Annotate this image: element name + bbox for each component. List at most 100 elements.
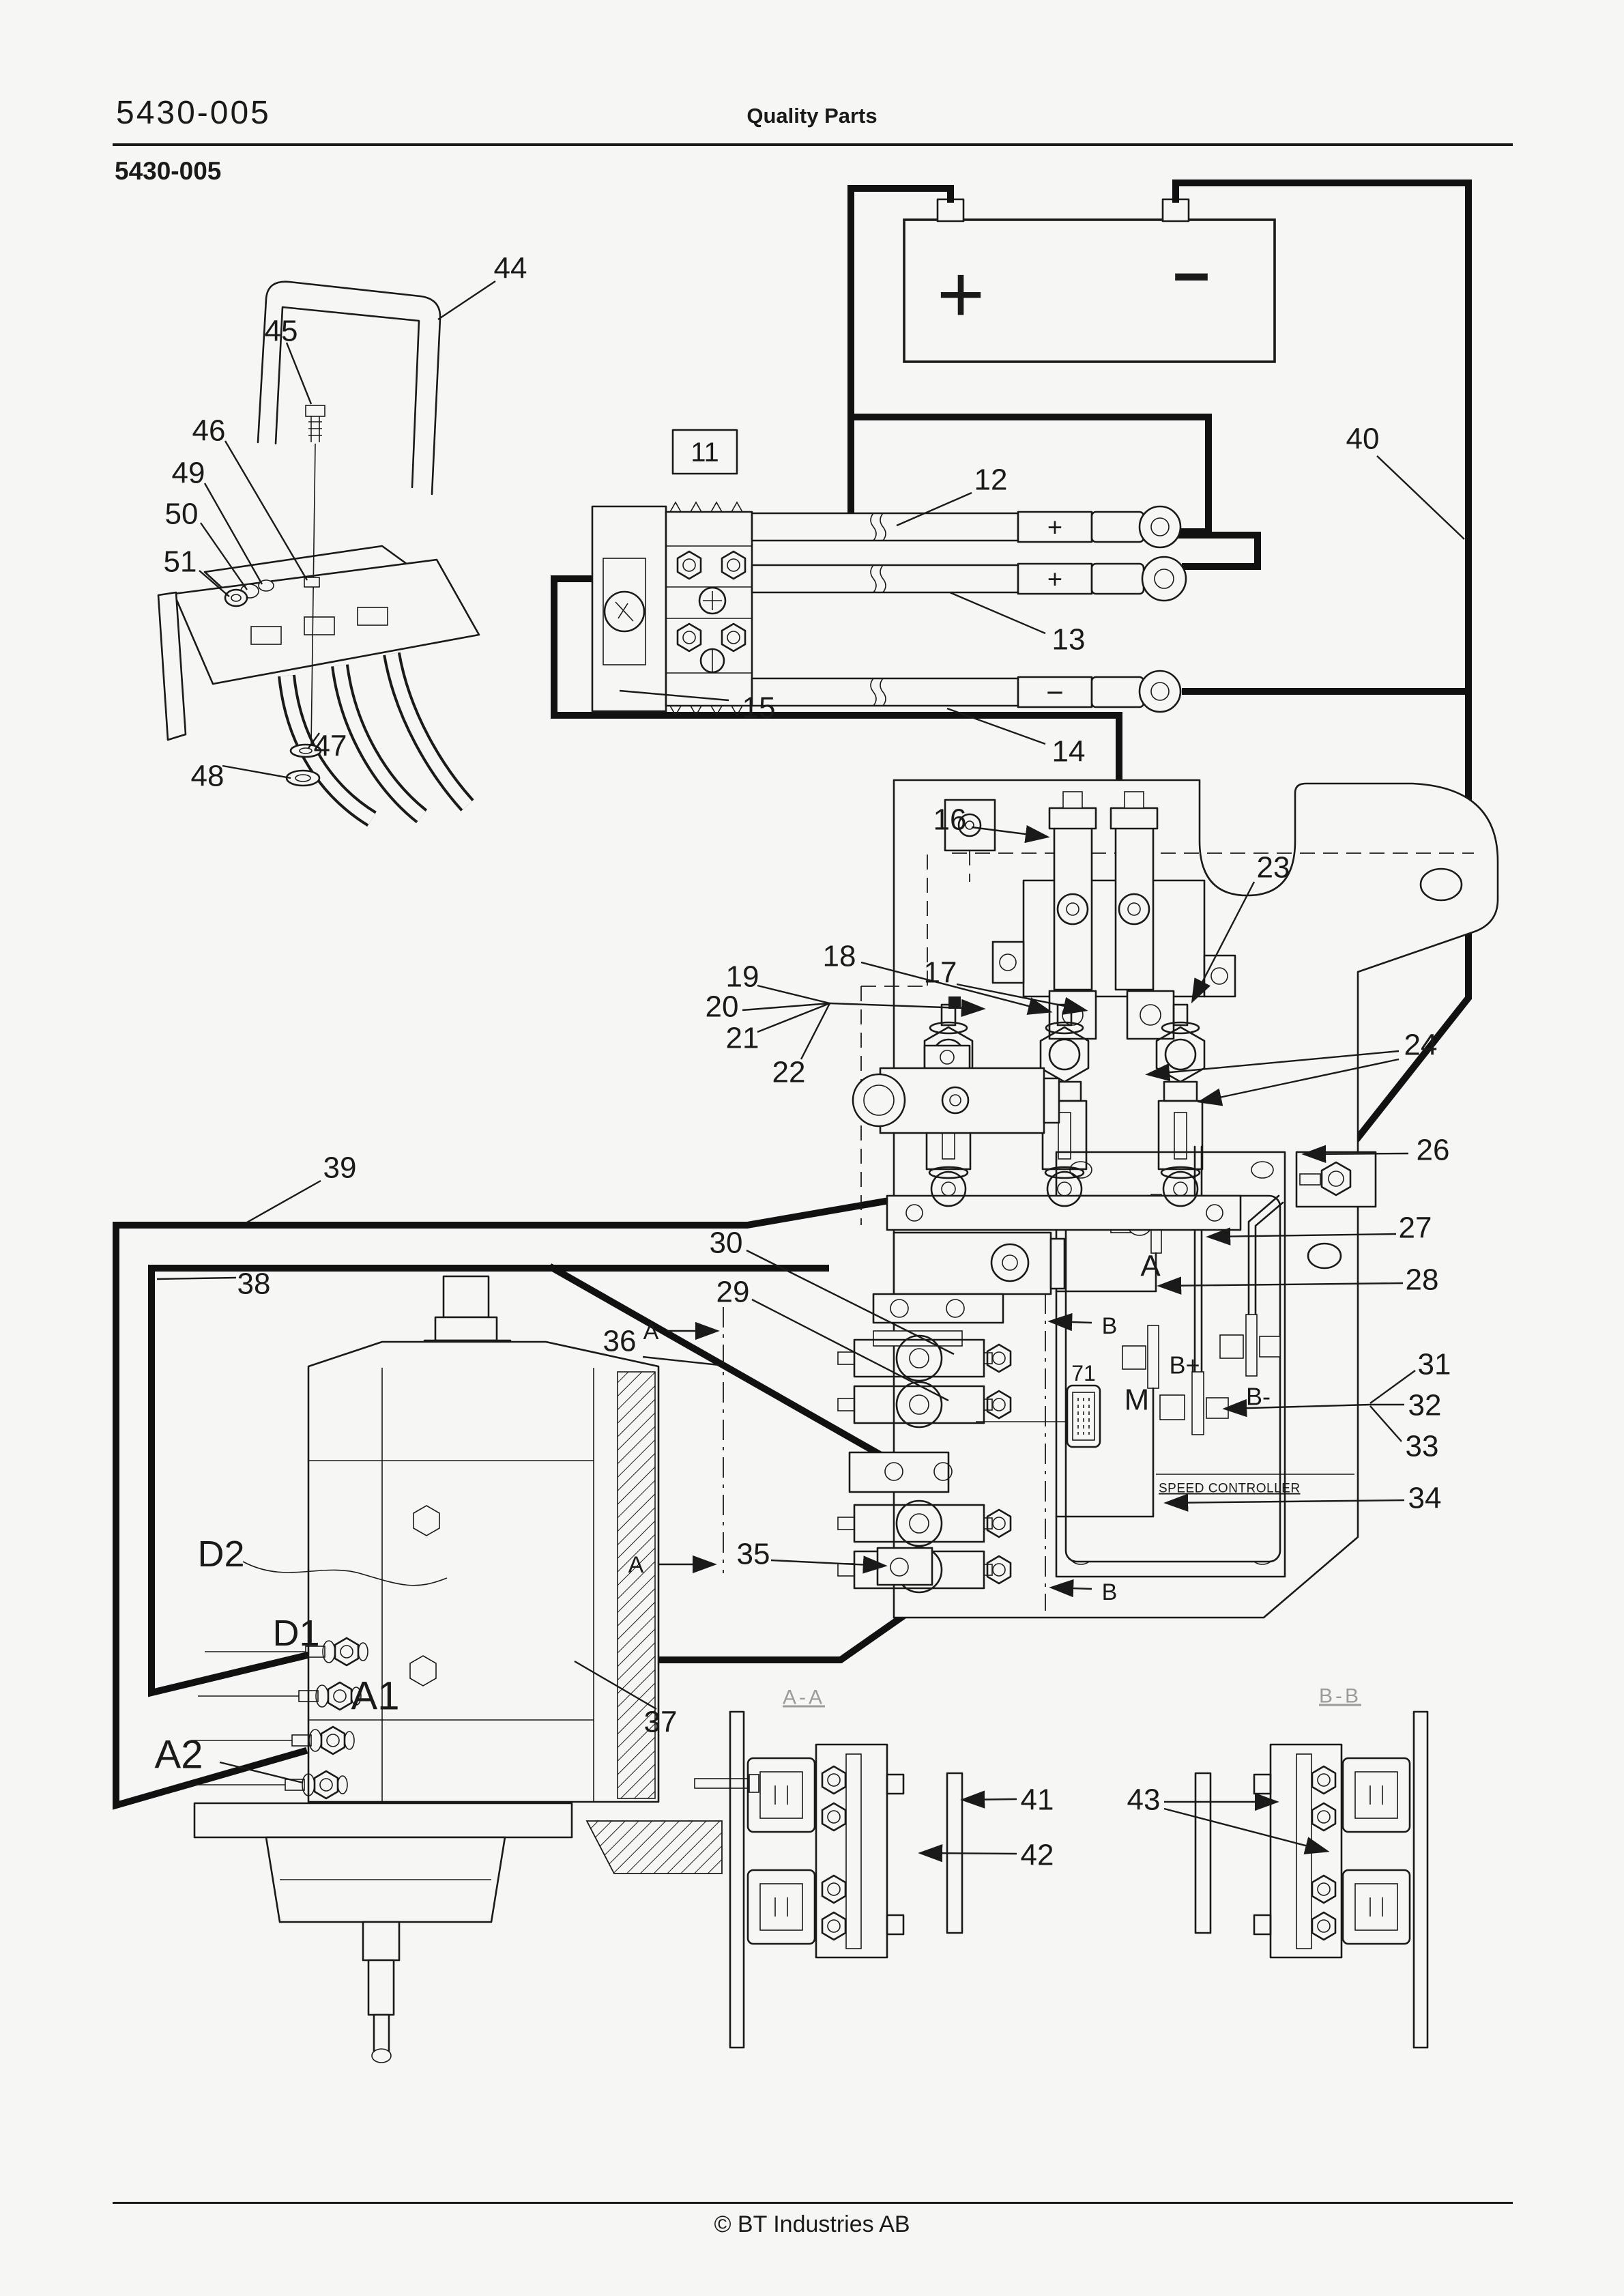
label-−-41: − [1172,240,1210,313]
leader-47 [308,732,320,749]
connector-71 [976,1384,1101,1448]
label-B--48: B- [1246,1383,1271,1411]
label-35-33: 35 [737,1537,770,1570]
terminal-b-plus [1159,1145,1229,1435]
cable-battery-positive-branch [847,414,1212,535]
label-B-B-52: B-B [1319,1685,1361,1708]
screw-45 [305,405,325,442]
label-D1-58: D1 [272,1613,319,1654]
label-45-1: 45 [265,314,298,347]
label-22-21: 22 [772,1055,806,1089]
leader-36 [642,1355,720,1366]
footer-rule [113,2202,1513,2204]
cable-12 [751,505,1182,549]
leader-44 [437,281,496,320]
part-number-labels: 4445464950514748111213141540161723181920… [155,240,1451,1871]
leader-43b [1163,1807,1330,1854]
leader-27 [1206,1227,1397,1246]
label-11-box [671,429,738,475]
leader-19 [757,984,830,1005]
leader-33 [1369,1405,1402,1442]
nut-48 [285,769,321,787]
label-−-44: − [1046,676,1064,709]
label-D2-57: D2 [197,1534,244,1575]
label-51-5: 51 [164,545,197,578]
label-33-28: 33 [1406,1429,1439,1463]
label-+-40: + [937,248,985,340]
leader-17 [956,983,1088,1015]
leader-24b [1197,1058,1400,1106]
battery [903,198,1276,363]
leader-13 [949,591,1046,635]
fuse-left [1048,791,1097,991]
leader-16 [971,824,1050,844]
leader-48 [222,764,291,779]
leader-22 [800,1003,831,1060]
cable-13 [751,556,1187,602]
label-40-13: 40 [1346,422,1380,455]
label-32-27: 32 [1408,1388,1442,1422]
leader-23 [1191,881,1256,1004]
lead-d2-wavy [242,1561,448,1586]
leader-35 [770,1555,888,1574]
leader-50 [200,522,248,590]
drive-motor [183,1275,759,2063]
label-A1-59: A1 [351,1674,400,1718]
label-A-53: A [643,1319,659,1345]
section-marker-b-top [1047,1312,1092,1332]
label-34-29: 34 [1408,1481,1442,1515]
document-subtitle: 5430-005 [115,157,222,185]
label-B-56: B [1102,1579,1118,1605]
fuse-right [1110,791,1159,991]
cable-battery-negative [1172,180,1472,695]
label-19-18: 19 [726,960,759,993]
label-A-54: A [628,1552,644,1578]
label-42-38: 42 [1021,1838,1054,1871]
label-12-9: 12 [974,463,1008,496]
label-49-3: 49 [172,456,205,489]
label-21-20: 21 [726,1021,759,1054]
cable-14 [751,670,1182,713]
cable-connector-to-fuse [551,575,1122,798]
leader-30 [746,1249,955,1355]
label-A-45: A [1140,1249,1161,1282]
label-46-2: 46 [192,414,226,447]
label-44-0: 44 [494,251,527,285]
label-29-31: 29 [716,1275,750,1308]
label-38-35: 38 [237,1267,271,1300]
label-37-34: 37 [644,1705,678,1738]
leader-31-33-common [1222,1398,1371,1418]
label-36-32: 36 [603,1324,637,1358]
label-39-36: 39 [323,1151,357,1184]
battery-body [903,218,1276,363]
label-50-4: 50 [165,497,199,530]
leader-24a [1145,1050,1400,1082]
leader-15 [619,689,729,702]
label-+-42: + [1047,513,1062,542]
label-16-14: 16 [933,803,967,836]
washer-47 [289,743,322,758]
cable-39 [113,1186,953,1810]
label-31-26: 31 [1418,1347,1451,1381]
handle-bail-inner [274,306,420,489]
label-30-30: 30 [710,1226,743,1259]
leader-14 [946,707,1046,745]
horizontal-contactor-lower [872,1231,1066,1324]
leader-12 [896,491,972,527]
label-20-19: 20 [706,990,739,1023]
document-number: 5430-005 [116,95,271,131]
label-18-17: 18 [823,939,856,973]
label-13-10: 13 [1052,622,1086,656]
terminal-post-right [1295,1151,1377,1208]
leader-29 [751,1298,949,1402]
label-27-24: 27 [1399,1211,1432,1244]
contactor-base-plate [886,1194,1242,1231]
leader-41 [960,1790,1017,1809]
leader-40 [1376,455,1465,540]
terminal-b-minus [1219,1194,1284,1377]
section-lines [652,1293,1092,1611]
leader-28 [1157,1276,1404,1295]
leader-37 [574,1660,657,1710]
